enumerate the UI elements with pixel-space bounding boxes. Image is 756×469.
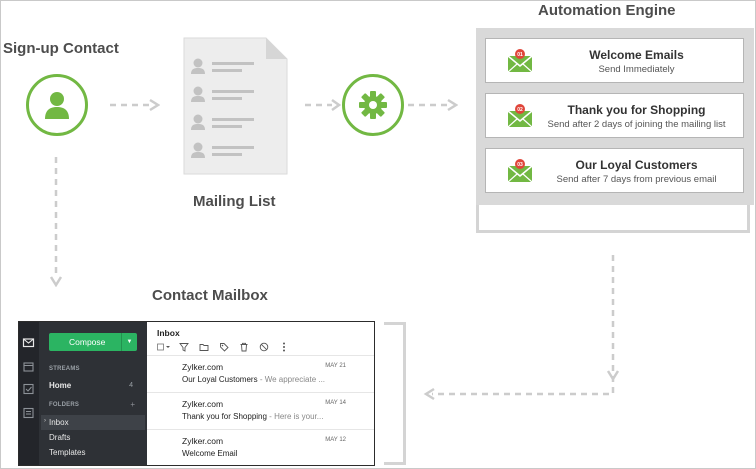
message-row[interactable]: Zylker.com Our Loyal Customers - We appr…: [147, 355, 374, 391]
select-all-checkbox[interactable]: [157, 342, 171, 352]
folder-icon[interactable]: [199, 342, 209, 352]
connector-signup-to-mailbox: [49, 157, 63, 287]
message-row[interactable]: Zylker.com Welcome Email MAY 12: [147, 429, 374, 465]
trash-icon[interactable]: [239, 342, 249, 352]
message-sender: Zylker.com: [182, 436, 224, 446]
automation-card-welcome: 01 Welcome Emails Send Immediately: [485, 38, 744, 83]
message-subject: Thank you for Shopping: [182, 412, 267, 421]
card-subtitle: Send after 2 days of joining the mailing…: [547, 119, 726, 130]
card-title: Welcome Emails: [589, 48, 684, 62]
connector-gear-to-automation: [408, 98, 458, 112]
user-icon: [45, 92, 69, 119]
app-icon-rail: [19, 322, 39, 465]
mailbox-bracket: [384, 322, 406, 465]
automation-engine-bracket: [476, 205, 750, 233]
message-sender: Zylker.com: [182, 399, 224, 409]
connector-signup-to-list: [110, 98, 160, 112]
sidebar-item-inbox-highlight: [41, 415, 145, 430]
calendar-icon[interactable]: [22, 360, 35, 373]
automation-card-thank-you: 02 Thank you for Shopping Send after 2 d…: [485, 93, 744, 138]
block-icon[interactable]: [259, 342, 269, 352]
message-date: MAY 12: [325, 437, 346, 443]
envelope-badge-icon: 01: [507, 49, 533, 73]
notes-icon[interactable]: [22, 406, 35, 419]
mail-icon[interactable]: [22, 336, 35, 349]
card-title: Thank you for Shopping: [567, 103, 706, 117]
message-subject-line: Our Loyal Customers - We appreciate ...: [182, 375, 325, 384]
add-folder-button[interactable]: +: [130, 400, 135, 409]
card-badge-number: 01: [517, 52, 523, 58]
filter-icon[interactable]: [179, 342, 189, 352]
sidebar-item-home[interactable]: Home: [49, 381, 72, 390]
card-subtitle: Send after 7 days from previous email: [556, 174, 717, 185]
message-preview: - Here is your...: [266, 412, 324, 421]
more-options-icon[interactable]: [281, 342, 287, 352]
message-subject-line: Thank you for Shopping - Here is your...: [182, 412, 323, 421]
automation-trigger-node: [342, 74, 404, 136]
sidebar-item-drafts[interactable]: Drafts: [49, 433, 71, 442]
contact-mailbox-label: Contact Mailbox: [152, 287, 268, 304]
chevron-right-icon: ›: [44, 418, 46, 424]
automation-engine-label: Automation Engine: [538, 2, 676, 19]
message-date: MAY 14: [325, 400, 346, 406]
connector-list-to-engine: [305, 98, 341, 112]
message-subject: Our Loyal Customers: [182, 375, 258, 384]
compose-label: Compose: [69, 337, 106, 347]
automation-card-loyal-customers: 03 Our Loyal Customers Send after 7 days…: [485, 148, 744, 193]
message-subject-line: Welcome Email: [182, 449, 237, 458]
inbox-title: Inbox: [157, 328, 180, 338]
envelope-badge-icon: 03: [507, 159, 533, 183]
tasks-icon[interactable]: [22, 382, 35, 395]
message-list-pane: Inbox: [147, 322, 374, 465]
message-row[interactable]: Zylker.com Thank you for Shopping - Here…: [147, 392, 374, 428]
sidebar-item-inbox[interactable]: Inbox: [49, 418, 69, 427]
folders-header: FOLDERS: [49, 402, 80, 408]
chevron-down-icon[interactable]: ▼: [121, 333, 137, 351]
card-badge-number: 02: [517, 107, 523, 113]
card-subtitle: Send Immediately: [598, 64, 675, 75]
gear-icon: [359, 91, 387, 119]
card-title: Our Loyal Customers: [575, 158, 698, 172]
compose-button[interactable]: Compose ▼: [49, 333, 137, 351]
envelope-badge-icon: 02: [507, 104, 533, 128]
card-badge-number: 03: [517, 162, 523, 168]
mail-client-window: Compose ▼ STREAMS Home 4 FOLDERS + › Inb…: [18, 321, 375, 466]
signup-contact-label: Sign-up Contact: [3, 40, 119, 57]
message-sender: Zylker.com: [182, 362, 224, 372]
connector-automation-to-mailbox: [423, 255, 620, 401]
signup-contact-node: [26, 74, 88, 136]
tag-icon[interactable]: [219, 342, 229, 352]
mailing-list-label: Mailing List: [193, 193, 276, 210]
message-subject: Welcome Email: [182, 449, 238, 458]
sidebar-item-templates[interactable]: Templates: [49, 448, 86, 457]
message-preview: - We appreciate ...: [257, 375, 326, 384]
home-count-badge: 4: [129, 382, 133, 389]
message-date: MAY 21: [325, 363, 346, 369]
streams-header: STREAMS: [49, 366, 80, 372]
mailing-list-document-icon: [183, 37, 288, 175]
folder-sidebar: Compose ▼ STREAMS Home 4 FOLDERS + › Inb…: [39, 322, 147, 465]
